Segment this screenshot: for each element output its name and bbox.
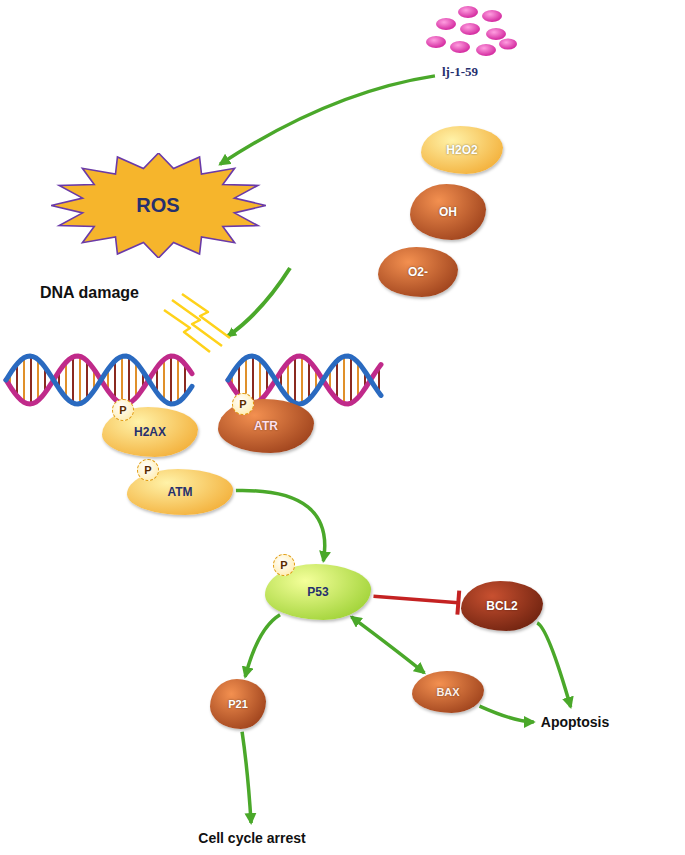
base-pair	[177, 358, 179, 403]
lightning-bolt	[164, 294, 230, 352]
connector-line	[373, 596, 458, 602]
connector-line	[242, 732, 251, 823]
ros-species: H2O2	[421, 126, 503, 174]
cdk-inhibitor: P21	[210, 679, 266, 729]
activation-arrow	[236, 490, 325, 561]
damage-kinase: ATR P	[218, 399, 314, 453]
base-pair	[343, 356, 345, 403]
activation-arrow	[537, 623, 571, 707]
phospho-mark: P	[112, 399, 134, 421]
base-pair	[79, 356, 81, 403]
ros-burst: ROS	[51, 153, 266, 258]
node-text: lj-1-59	[442, 64, 478, 80]
annotation-label: DNA damage	[40, 284, 139, 302]
connector-line	[351, 617, 424, 673]
ros-species: OH	[410, 184, 486, 240]
dna-strand	[6, 356, 192, 404]
node-text: O2-	[408, 265, 428, 279]
activation-arrow	[480, 706, 534, 722]
node-text: ATR	[254, 419, 278, 433]
p53-protein: P53P	[265, 564, 371, 620]
phospho-mark: P	[232, 393, 254, 415]
pro-apoptotic-protein: BAX	[412, 671, 484, 713]
outcome-label: Apoptosis	[539, 712, 611, 732]
base-pair	[121, 356, 123, 403]
node-text: OH	[439, 205, 457, 219]
base-pair	[37, 359, 39, 400]
base-pair	[259, 359, 261, 400]
activation-arrow	[245, 615, 280, 677]
base-pair	[30, 356, 32, 404]
base-pair	[287, 362, 289, 397]
activation-arrow	[220, 76, 435, 164]
inhibition-connector	[373, 591, 459, 615]
node-text: P53	[307, 585, 328, 599]
base-pair	[128, 357, 130, 403]
node-text: Cell cycle arrest	[198, 830, 305, 846]
node-text: P	[144, 464, 151, 476]
activation-arrow	[242, 732, 251, 823]
connector-line	[480, 706, 534, 722]
base-pair	[357, 362, 359, 397]
compound-label: lj-1-59	[440, 62, 480, 82]
base-pair	[135, 362, 137, 397]
connector-line	[245, 615, 280, 677]
base-pair	[336, 361, 338, 399]
node-text: H2AX	[134, 425, 166, 439]
phospho-mark: P	[273, 554, 295, 576]
dna-strand	[6, 356, 192, 404]
connector-line	[236, 490, 325, 561]
base-pair	[65, 362, 67, 397]
node-text: BCL2	[486, 599, 517, 613]
node-text: P21	[228, 698, 248, 710]
connector-line	[537, 623, 571, 707]
base-pair	[163, 359, 165, 400]
base-pair	[294, 357, 296, 403]
base-pair	[252, 356, 254, 404]
phospho-mark: P	[137, 459, 159, 481]
node-text: BAX	[436, 686, 459, 698]
node-text: H2O2	[446, 143, 477, 157]
ros-species: O2-	[378, 247, 458, 297]
damage-protein: H2AX P	[102, 407, 198, 457]
base-pair	[72, 357, 74, 403]
node-text: P	[119, 404, 126, 416]
ros-to-dna-arrow	[228, 268, 290, 336]
damage-kinase: ATMP	[127, 469, 233, 515]
node-text: Apoptosis	[541, 714, 609, 730]
outcome-label: Cell cycle arrest	[196, 828, 307, 848]
base-pair	[170, 356, 172, 404]
node-text: P	[280, 559, 287, 571]
base-pair	[86, 361, 88, 399]
base-pair	[350, 357, 352, 403]
node-text: ATM	[167, 485, 192, 499]
compound-particles	[426, 6, 517, 56]
activation-arrow	[351, 617, 424, 673]
anti-apoptotic-protein: BCL2	[461, 581, 543, 631]
base-pair	[308, 361, 310, 399]
connector-line	[220, 76, 435, 164]
node-text: P	[239, 398, 246, 410]
dna-helix	[6, 356, 381, 404]
base-pair	[301, 356, 303, 403]
node-text: ROS	[136, 194, 179, 217]
inhibition-bar	[457, 591, 459, 615]
base-pair	[23, 358, 25, 403]
base-pair	[114, 361, 116, 399]
